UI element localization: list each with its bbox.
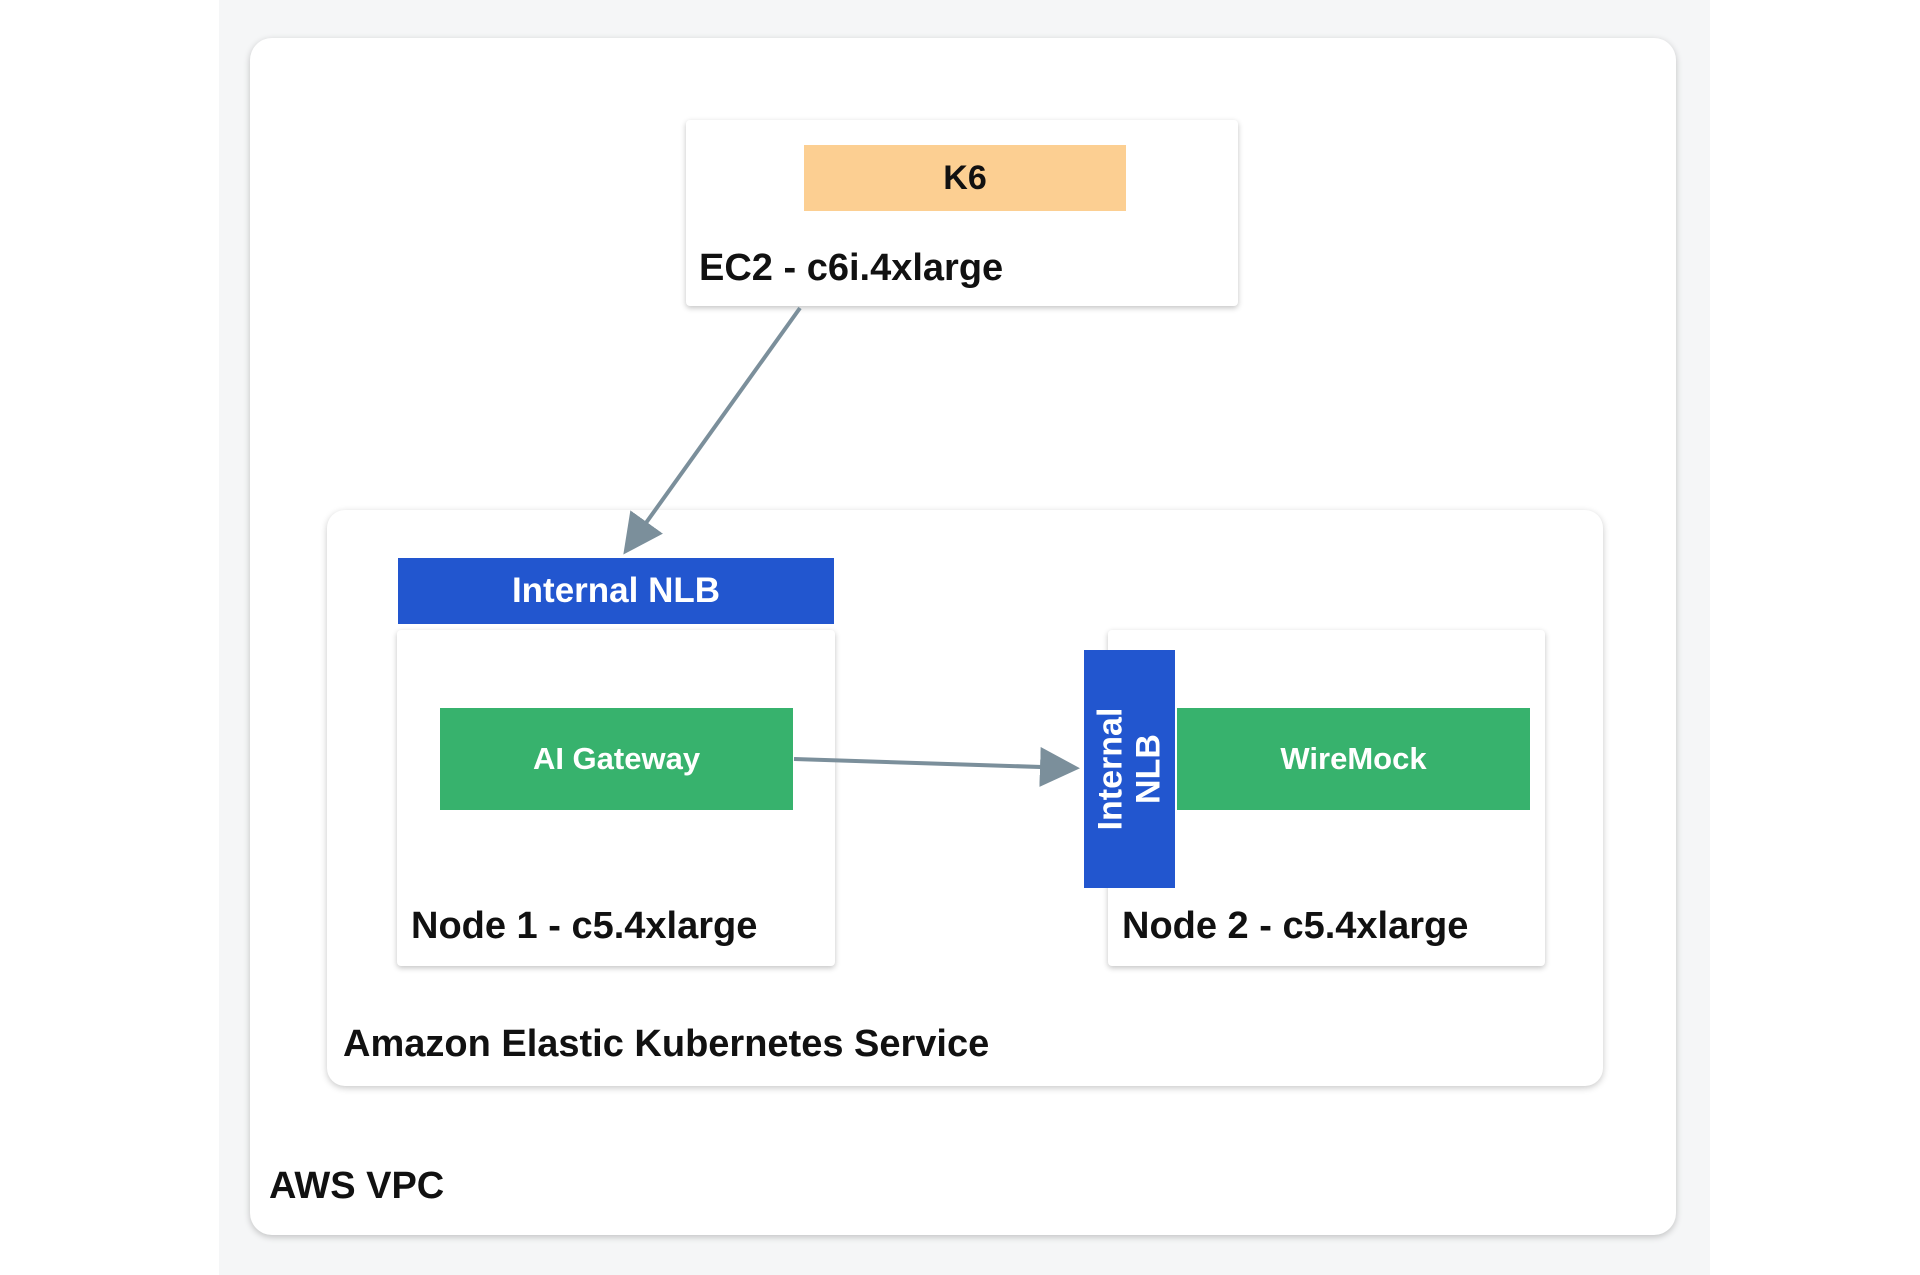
node2-label: Node 2 - c5.4xlarge — [1122, 905, 1469, 947]
eks-label: Amazon Elastic Kubernetes Service — [343, 1023, 990, 1065]
node1-label: Node 1 - c5.4xlarge — [411, 905, 758, 947]
arrow-ai-gateway-to-wiremock-nlb — [793, 746, 1080, 787]
ec2-label: EC2 - c6i.4xlarge — [699, 247, 1004, 289]
wiremock-block: WireMock — [1177, 708, 1530, 810]
internal-nlb-top: Internal NLB — [398, 558, 834, 624]
aws-vpc-label: AWS VPC — [269, 1165, 445, 1207]
arrow-ec2-to-internal-nlb — [623, 306, 802, 555]
ai-gateway-block: AI Gateway — [440, 708, 793, 810]
internal-nlb-side: Internal NLB — [1084, 650, 1175, 888]
k6-block: K6 — [804, 145, 1126, 211]
